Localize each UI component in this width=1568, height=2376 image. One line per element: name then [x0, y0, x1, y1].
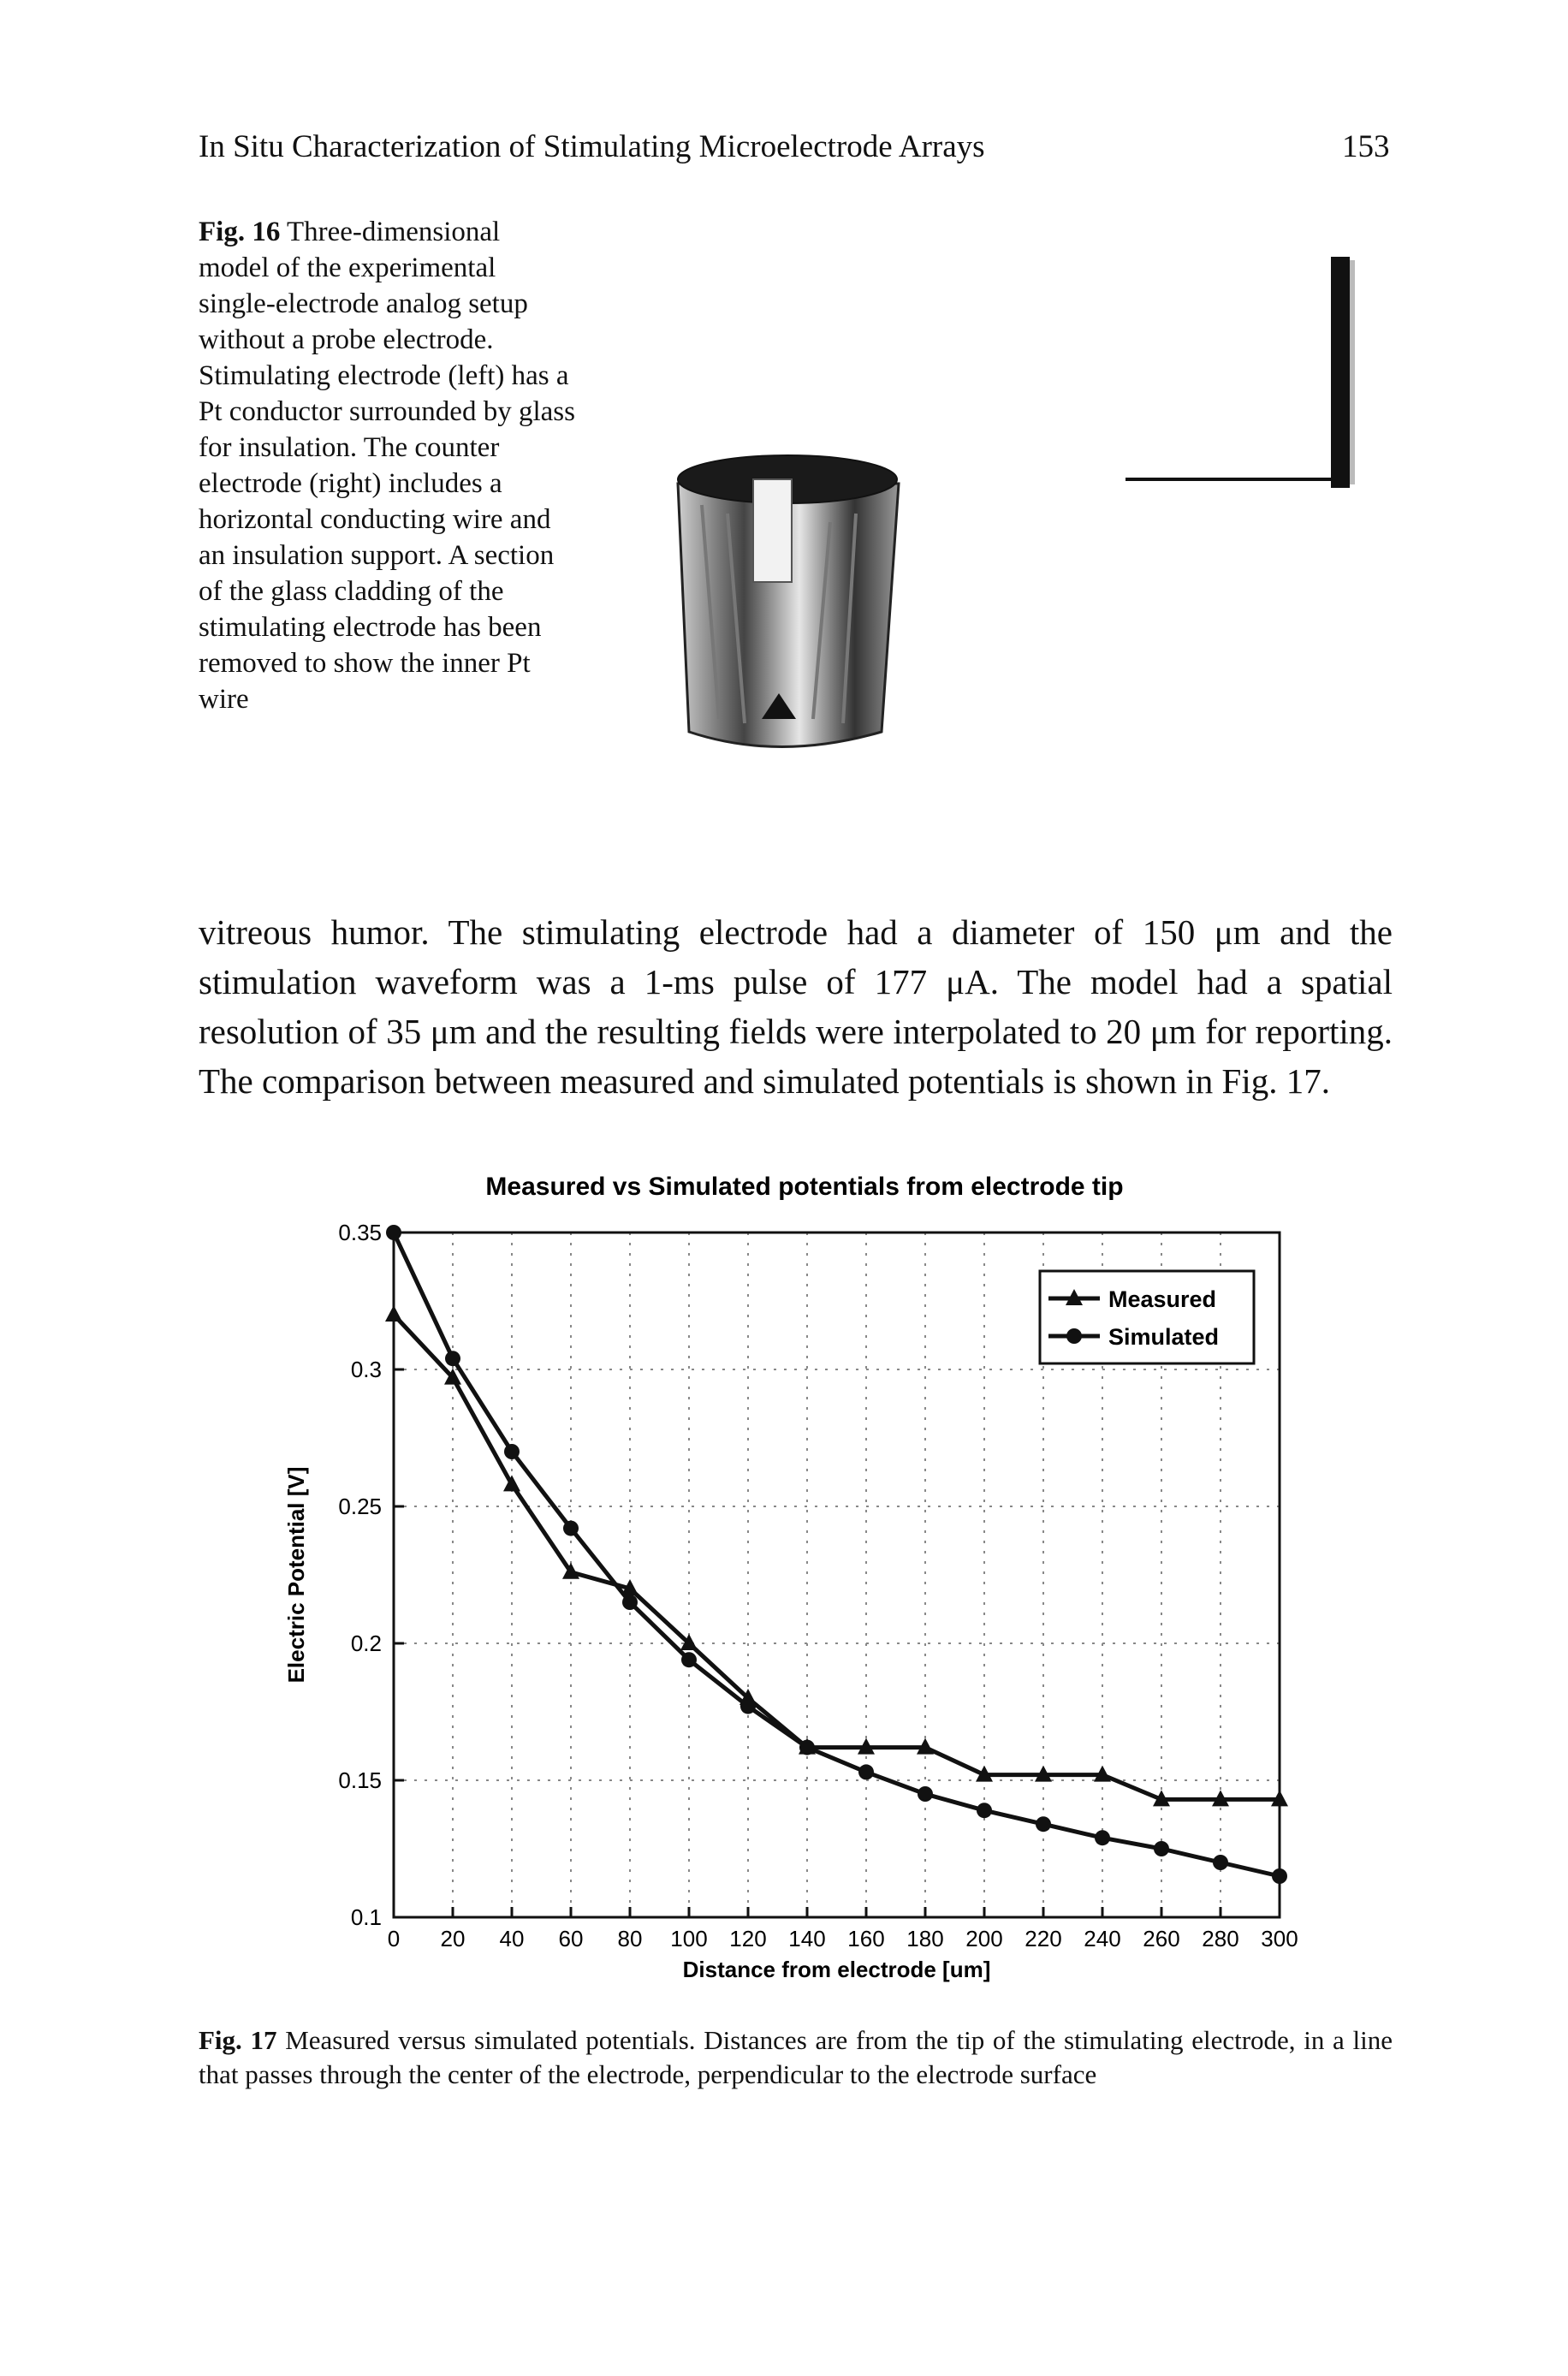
simulated-point: [1036, 1816, 1051, 1832]
simulated-point: [858, 1764, 874, 1780]
x-tick-label: 140: [788, 1926, 825, 1951]
x-tick-label: 40: [500, 1926, 525, 1951]
chart-series: [385, 1225, 1288, 1884]
y-tick-label: 0.3: [351, 1357, 382, 1382]
x-tick-label: 100: [670, 1926, 707, 1951]
measured-point: [562, 1562, 579, 1579]
body-paragraph: vitreous humor. The stimulating electrod…: [199, 912, 1393, 1101]
chart-title: Measured vs Simulated potentials from el…: [485, 1173, 1123, 1201]
measured-point: [1153, 1790, 1170, 1807]
simulated-point: [681, 1652, 697, 1668]
y-tick-label: 0.2: [351, 1631, 382, 1656]
x-tick-label: 240: [1084, 1926, 1120, 1951]
simulated-point: [1095, 1830, 1110, 1846]
chart-ticks: 0 20 40 60 80 100 120 140 160 180 200 220 240 260 280 3…: [338, 1220, 1298, 1951]
figure17-caption: Fig. 17 Measured versus simulated potent…: [199, 2023, 1393, 2092]
x-tick-label: 280: [1202, 1926, 1238, 1951]
x-tick-label: 300: [1261, 1926, 1298, 1951]
simulated-point: [1213, 1855, 1228, 1870]
simulated-line: [391, 1231, 1280, 1879]
legend-box: [1038, 1269, 1256, 1365]
x-axis-label: Distance from electrode [um]: [683, 1957, 991, 1982]
simulated-point: [1066, 1328, 1082, 1344]
counter-electrode: [1126, 257, 1355, 488]
simulated-point: [445, 1351, 460, 1367]
x-tick-label: 160: [847, 1926, 884, 1951]
x-tick-label: 80: [618, 1926, 643, 1951]
measured-point: [1212, 1790, 1229, 1807]
measured-point: [917, 1737, 934, 1755]
legend-label-simulated: Simulated: [1108, 1324, 1219, 1350]
simulated-point: [1154, 1841, 1169, 1856]
x-tick-label: 220: [1025, 1926, 1061, 1951]
measured-point: [503, 1475, 520, 1492]
x-tick-label: 120: [729, 1926, 766, 1951]
measured-point: [976, 1765, 993, 1782]
stimulating-electrode: [676, 454, 900, 748]
simulated-point: [918, 1786, 933, 1802]
series-simulated: [386, 1225, 1287, 1884]
y-axis-label: Electric Potential [V]: [283, 1467, 309, 1684]
measured-point: [385, 1305, 402, 1322]
y-tick-label: 0.35: [338, 1220, 382, 1245]
y-tick-label: 0.1: [351, 1904, 382, 1930]
simulated-point: [740, 1698, 756, 1714]
measured-line: [392, 1313, 1280, 1802]
measured-point: [858, 1737, 875, 1755]
running-head: In Situ Characterization of Stimulating …: [199, 129, 985, 164]
legend-label-measured: Measured: [1108, 1286, 1216, 1312]
measured-point: [1271, 1790, 1288, 1807]
measured-point: [1066, 1289, 1083, 1305]
figure16-label: Fig. 16: [199, 217, 281, 247]
page-number: 153: [1342, 129, 1390, 164]
simulated-point: [1272, 1868, 1287, 1884]
potential-chart: Measured vs Simulated potentials from el…: [283, 1173, 1298, 1982]
simulated-point: [622, 1595, 638, 1610]
measured-point: [444, 1368, 461, 1385]
x-tick-label: 260: [1143, 1926, 1179, 1951]
electrode-model-figure: [676, 257, 1355, 748]
figure16-caption: Fig. 16 Three-dimensional model of the e…: [199, 214, 577, 717]
simulated-point: [563, 1520, 579, 1536]
x-tick-label: 200: [965, 1926, 1002, 1951]
measured-point: [680, 1634, 698, 1650]
measured-point: [621, 1579, 638, 1595]
measured-point: [1035, 1765, 1052, 1782]
figure17-caption-text: Measured versus simulated potentials. Di…: [199, 2025, 1393, 2089]
simulated-point: [799, 1739, 815, 1755]
simulated-point: [504, 1444, 520, 1459]
plot-frame: [392, 1231, 1281, 1919]
y-tick-label: 0.15: [338, 1767, 382, 1793]
simulated-point: [977, 1803, 992, 1819]
figure16-caption-text: Three-dimensional model of the experimen…: [199, 217, 575, 715]
figure17-label: Fig. 17: [199, 2025, 277, 2055]
y-tick-label: 0.25: [338, 1494, 382, 1519]
measured-point: [1094, 1765, 1111, 1782]
simulated-point: [386, 1225, 401, 1240]
x-tick-label: 0: [388, 1926, 400, 1951]
x-tick-label: 180: [906, 1926, 943, 1951]
series-measured: [385, 1305, 1288, 1807]
x-tick-label: 20: [441, 1926, 466, 1951]
x-tick-label: 60: [559, 1926, 584, 1951]
